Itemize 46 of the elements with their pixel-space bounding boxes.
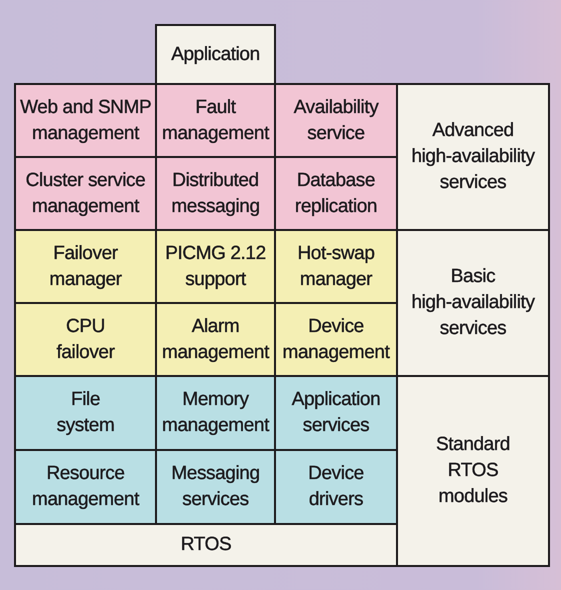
module-box: [14, 375, 157, 451]
module-label: Database replication: [294, 168, 378, 218]
module-box: [274, 375, 398, 451]
layer-box: [14, 523, 398, 567]
category-box: [396, 83, 550, 231]
module-label: Device management: [282, 314, 391, 364]
module-box: [155, 449, 276, 525]
module-label: Web and SNMP management: [19, 96, 152, 146]
module-label: Messaging services: [170, 462, 261, 512]
module-label: Application services: [290, 388, 382, 438]
module-label: Availability service: [292, 96, 380, 146]
module-box: [14, 156, 157, 231]
module-box: [274, 229, 398, 304]
module-label: Alarm management: [161, 314, 270, 364]
module-label: Fault management: [161, 96, 270, 146]
module-box: [155, 83, 276, 158]
module-label: PICMG 2.12 support: [164, 242, 267, 292]
module-label: CPU failover: [55, 314, 116, 364]
module-box: [274, 449, 398, 525]
module-box: [14, 449, 157, 525]
module-box: [274, 156, 398, 231]
category-label: Advanced high-availability services: [410, 119, 536, 195]
layer-label: RTOS: [180, 533, 232, 557]
module-box: [274, 302, 398, 377]
module-label: Distributed messaging: [170, 168, 261, 218]
layer-label: Application: [171, 42, 260, 66]
module-label: Resource management: [31, 462, 140, 512]
module-label: Cluster service management: [24, 168, 146, 218]
module-box: [14, 83, 157, 158]
module-box: [155, 156, 276, 231]
category-box: [396, 229, 550, 377]
module-box: [155, 302, 276, 377]
module-label: Device drivers: [307, 462, 365, 512]
category-label: Basic high-availability services: [410, 265, 536, 341]
module-label: Hot-swap manager: [296, 242, 376, 292]
category-label: Standard RTOS modules: [435, 433, 511, 509]
module-box: [274, 83, 398, 158]
module-box: [14, 229, 157, 304]
module-box: [155, 229, 276, 304]
module-label: File system: [56, 388, 116, 438]
module-label: Failover manager: [48, 242, 123, 292]
module-label: Memory management: [161, 388, 270, 438]
module-box: [155, 375, 276, 451]
category-box: [396, 375, 550, 567]
layer-box: [155, 24, 276, 85]
module-box: [14, 302, 157, 377]
